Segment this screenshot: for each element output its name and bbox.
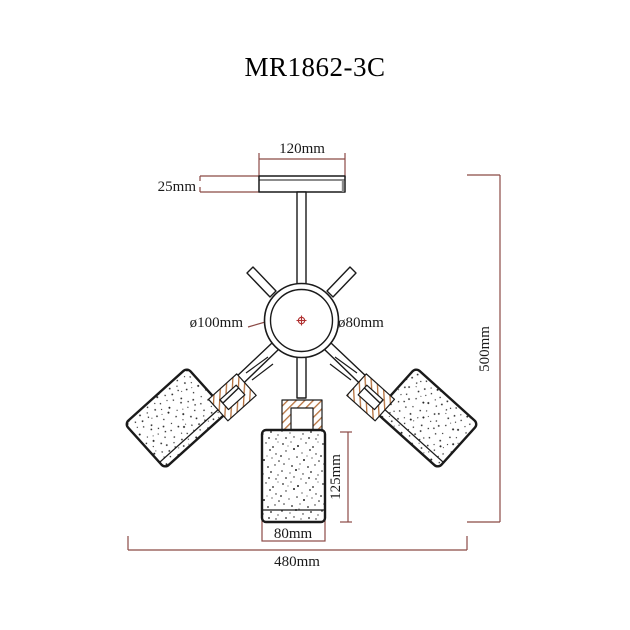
dimension-total-width (127, 536, 468, 551)
center-lamp-shade (260, 428, 327, 524)
center-mark (296, 315, 307, 326)
dimension-plate-height (199, 175, 259, 193)
dimension-plate-width (258, 153, 346, 178)
dimension-label-hub-inner: ø80mm (338, 315, 384, 331)
right-connector (329, 356, 358, 381)
lamp-geometry-group (125, 175, 478, 524)
dimension-label-total-width: 480mm (274, 554, 320, 570)
dimension-shade-height (340, 431, 352, 523)
dimension-label-shade-height: 125mm (328, 454, 344, 500)
page-title: MR1862-3C (244, 52, 386, 82)
dimension-label-total-height: 500mm (477, 326, 493, 372)
dimension-label-plate-width: 120mm (279, 141, 325, 157)
drop-rod (296, 191, 307, 297)
dimension-label-hub-outer: ø100mm (190, 315, 244, 331)
dimension-label-plate-height: 25mm (158, 179, 197, 195)
ceiling-plate (258, 175, 346, 193)
right-lamp-shade (376, 368, 478, 468)
center-socket-bracket (281, 399, 323, 433)
right-socket-bracket (346, 373, 396, 422)
dimension-total-height (467, 174, 501, 523)
left-socket-bracket (207, 373, 257, 422)
dimension-label-shade-width: 80mm (274, 526, 313, 542)
left-lamp-shade (125, 368, 227, 468)
left-connector (245, 356, 274, 381)
dimension-text-group: 120mm 25mm ø100mm ø80mm 500mm 125mm 80mm… (158, 141, 493, 570)
